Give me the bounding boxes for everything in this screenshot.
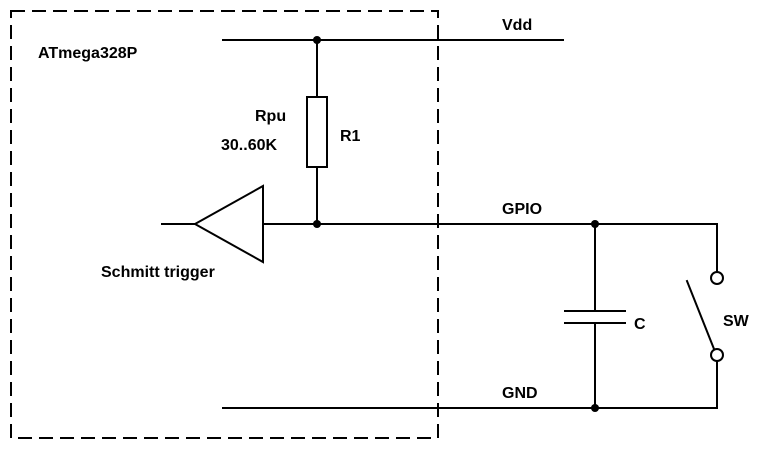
- switch-contact-top: [710, 271, 724, 285]
- switch-label: SW: [723, 313, 750, 330]
- gpio-label: GPIO: [502, 201, 542, 218]
- switch-lever: [685, 279, 716, 351]
- buffer-label: Schmitt trigger: [101, 264, 215, 281]
- gnd-junction: [591, 404, 599, 412]
- resistor-ref-label: R1: [340, 128, 361, 145]
- resistor-name-label: Rpu: [255, 108, 286, 125]
- gpio-junction-resistor: [313, 220, 321, 228]
- schmitt-trigger-buffer: [192, 184, 264, 264]
- switch-contact-bottom: [710, 348, 724, 362]
- resistor-value-label: 30..60K: [221, 137, 277, 154]
- gnd-label: GND: [502, 385, 538, 402]
- mcu-label: ATmega328P: [38, 45, 138, 62]
- vdd-label: Vdd: [502, 17, 532, 34]
- pullup-resistor: [306, 96, 328, 168]
- capacitor-label: C: [634, 316, 646, 333]
